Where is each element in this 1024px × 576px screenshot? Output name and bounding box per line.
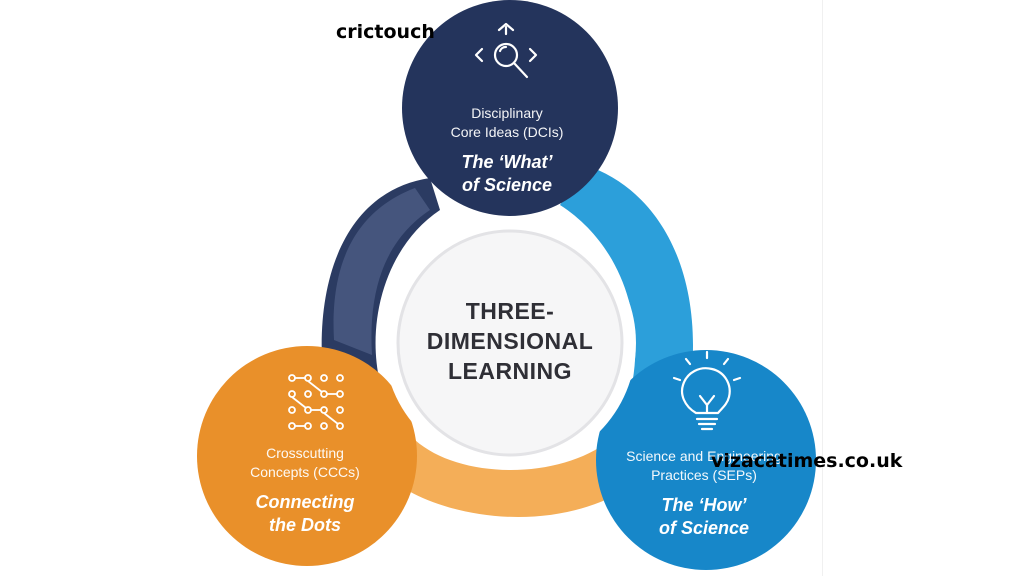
sep-label: Science and Engineering Practices (SEPs)… — [596, 447, 812, 540]
ccc-subtitle-line: the Dots — [269, 515, 341, 535]
center-title-line: DIMENSIONAL — [426, 328, 594, 354]
sep-title: Science and Engineering Practices (SEPs) — [596, 447, 812, 485]
sep-title-line: Science and Engineering — [626, 448, 782, 464]
center-disc — [396, 229, 624, 457]
ccc-to-sep-band — [380, 440, 640, 518]
background-panel — [822, 0, 1024, 576]
ccc-subtitle-line: Connecting — [255, 492, 355, 512]
connected-dots-icon — [288, 374, 344, 430]
ccc-title-line: Concepts (CCCs) — [250, 464, 360, 480]
watermark-bottom: vizacatimes.co.uk — [711, 450, 903, 472]
ccc-label: Crosscutting Concepts (CCCs) Connecting … — [215, 444, 395, 537]
ccc-title: Crosscutting Concepts (CCCs) — [215, 444, 395, 482]
sep-title-line: Practices (SEPs) — [651, 467, 757, 483]
dci-subtitle-line: of Science — [461, 175, 553, 195]
dci-to-ccc-band-highlight — [333, 188, 430, 355]
dci-to-ccc-band — [321, 178, 440, 408]
sep-subtitle-line: The ‘How’ — [661, 495, 747, 515]
center-title: THREE- DIMENSIONAL LEARNING — [405, 296, 615, 386]
lightbulb-icon — [672, 350, 742, 431]
dci-title-line: Disciplinary — [471, 105, 543, 121]
dci-subtitle: The ‘What’ of Science — [412, 151, 602, 197]
dci-title: Disciplinary Core Ideas (DCIs) — [412, 104, 602, 142]
sep-circle — [596, 350, 816, 570]
dci-circle — [402, 0, 618, 216]
ccc-circle — [197, 346, 417, 566]
dci-label: Disciplinary Core Ideas (DCIs) The ‘What… — [412, 104, 602, 197]
center-title-line: LEARNING — [447, 358, 573, 384]
dci-title-line: Core Ideas (DCIs) — [450, 124, 564, 140]
dci-to-sep-band — [560, 165, 694, 410]
sep-subtitle: The ‘How’ of Science — [596, 494, 812, 540]
center-title-line: THREE- — [465, 298, 555, 324]
sep-subtitle-line: of Science — [658, 518, 750, 538]
dci-subtitle-line: The ‘What’ — [461, 152, 553, 172]
ccc-title-line: Crosscutting — [266, 445, 344, 461]
magnifier-icon — [474, 22, 538, 79]
ccc-subtitle: Connecting the Dots — [215, 491, 395, 537]
watermark-top: crictouch — [336, 21, 435, 43]
